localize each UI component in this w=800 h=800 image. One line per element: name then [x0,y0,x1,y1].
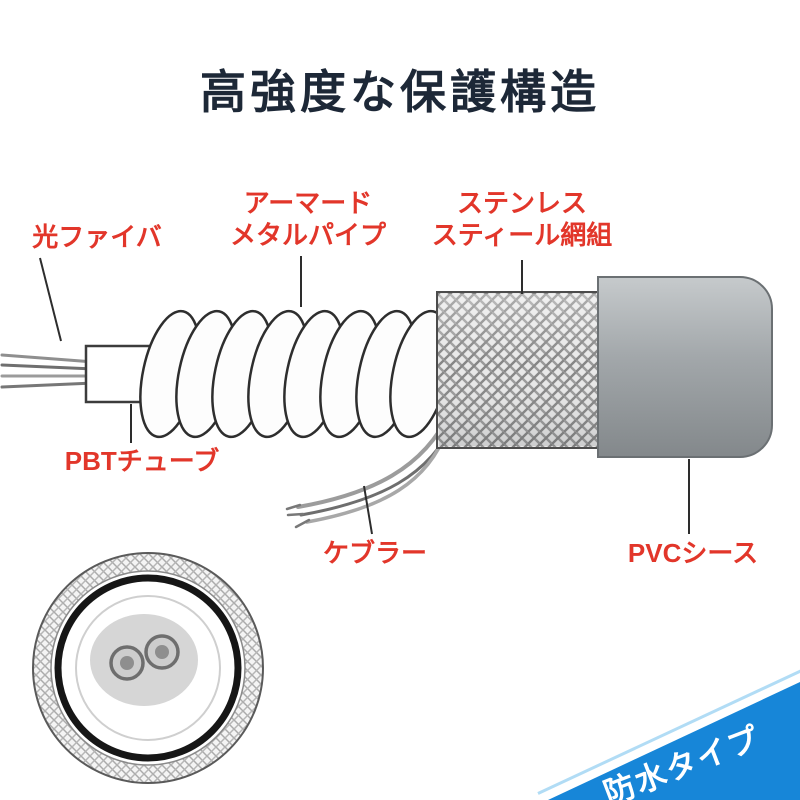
label-pvc-sheath: PVCシース [627,538,759,568]
fiber-strands [0,353,96,389]
label-stainless-steel-braid: ステンレス スティール網組 [431,188,613,250]
label-pbt-tube: PBTチューブ [64,446,220,476]
fiber-cross-sections [109,634,180,681]
pvc-sheath-shape [597,276,773,458]
armored-metal-pipe-spiral [139,309,451,439]
label-kevlar: ケブラー [322,538,427,568]
leader-optical-fiber [39,257,62,342]
leader-lines [39,256,690,535]
stainless-braid-section [436,291,608,449]
cross-section-armor-ring [54,574,242,762]
leader-kevlar [363,485,373,535]
cross-section-diagram [32,552,264,784]
label-optical-fiber: 光ファイバ [32,222,162,252]
label-armored-metal-pipe: アーマード メタルパイプ [229,188,386,250]
page-title: 高強度な保護構造 [200,66,600,118]
